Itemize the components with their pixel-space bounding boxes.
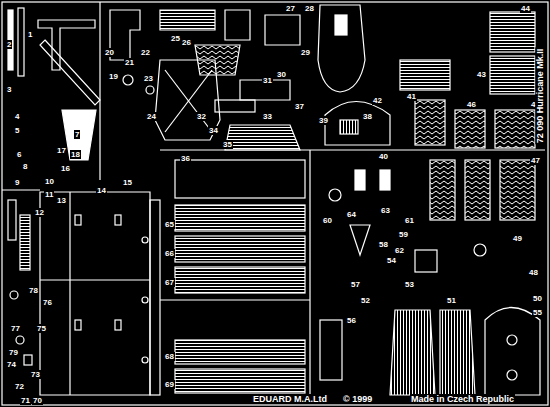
callout-number: 10	[44, 177, 55, 186]
callout-number: 72	[14, 382, 25, 391]
callout-number: 13	[56, 196, 67, 205]
callout-number: 75	[36, 324, 47, 333]
callout-number: 55	[532, 308, 543, 317]
callout-number: 19	[108, 72, 119, 81]
callout-number: 56	[346, 316, 357, 325]
callout-number: 50	[532, 294, 543, 303]
callout-number: 22	[140, 48, 151, 57]
callout-number: 43	[476, 70, 487, 79]
fret-text: 72 090 Hurricane Mk.II	[535, 48, 545, 145]
callout-number: 16	[60, 164, 71, 173]
callout-number: 25	[170, 34, 181, 43]
callout-number: 27	[285, 4, 296, 13]
callout-number: 28	[304, 4, 315, 13]
callout-number: 26	[181, 38, 192, 47]
callout-number: 53	[404, 280, 415, 289]
callout-number: 73	[30, 370, 41, 379]
callout-number: 6	[16, 150, 22, 159]
callout-number: 1	[27, 30, 33, 39]
fret-text: Made in Czech Republic	[410, 394, 515, 404]
callout-number: 17	[56, 146, 67, 155]
callout-number: 59	[398, 230, 409, 239]
callout-number: 4	[14, 112, 20, 121]
callout-number: 78	[28, 286, 39, 295]
callout-number: 41	[406, 92, 417, 101]
callout-number: 70	[32, 396, 43, 405]
callout-number: 39	[318, 116, 329, 125]
callout-number: 68	[164, 352, 175, 361]
callout-number: 21	[124, 58, 135, 67]
callout-number: 9	[14, 178, 20, 187]
callout-number: 48	[528, 268, 539, 277]
callout-number: 31	[262, 76, 273, 85]
callout-number: 76	[42, 298, 53, 307]
callout-number: 24	[146, 112, 157, 121]
callout-number: 40	[378, 152, 389, 161]
callout-number: 58	[378, 240, 389, 249]
callout-number: 35	[222, 140, 233, 149]
callout-number: 2	[6, 40, 12, 49]
callout-number: 38	[362, 112, 373, 121]
callout-number: 11	[44, 190, 54, 199]
callout-number: 34	[208, 126, 219, 135]
callout-number: 33	[262, 112, 273, 121]
fret-text: EDUARD M.A.Ltd	[252, 394, 328, 404]
callout-number: 60	[322, 216, 333, 225]
callout-number: 61	[404, 216, 415, 225]
callout-number: 71	[20, 396, 31, 405]
callout-number: 64	[346, 210, 357, 219]
callout-number: 23	[143, 74, 154, 83]
callout-number: 8	[22, 162, 28, 171]
callout-number: 77	[10, 324, 21, 333]
callout-number: 12	[34, 208, 45, 217]
callout-number: 5	[14, 126, 20, 135]
callout-number: 44	[520, 4, 531, 13]
callout-number: 51	[446, 296, 457, 305]
callout-number: 62	[394, 246, 405, 255]
callout-number: 7	[74, 130, 80, 139]
callout-number: 18	[70, 150, 81, 159]
callout-number: 57	[350, 280, 361, 289]
callout-number: 63	[380, 206, 391, 215]
callout-number: 65	[164, 220, 175, 229]
callout-number: 36	[180, 154, 191, 163]
callout-number: 47	[530, 156, 541, 165]
callout-number: 52	[360, 296, 371, 305]
callout-number: 46	[466, 100, 477, 109]
callout-number: 37	[294, 102, 305, 111]
callout-number: 42	[372, 96, 383, 105]
callout-number: 3	[6, 85, 12, 94]
callout-number: 67	[164, 278, 175, 287]
callout-number: 15	[122, 178, 133, 187]
callout-number: 32	[196, 112, 207, 121]
fret-text: © 1999	[342, 394, 373, 404]
callout-number: 66	[164, 249, 175, 258]
callout-number: 29	[300, 48, 311, 57]
callout-number: 14	[96, 186, 107, 195]
callout-number: 20	[104, 48, 115, 57]
callout-number: 54	[386, 256, 397, 265]
callout-number: 69	[164, 380, 175, 389]
callout-number: 74	[6, 360, 17, 369]
callout-number: 49	[512, 234, 523, 243]
callout-number: 79	[8, 348, 19, 357]
callout-number: 30	[276, 70, 287, 79]
